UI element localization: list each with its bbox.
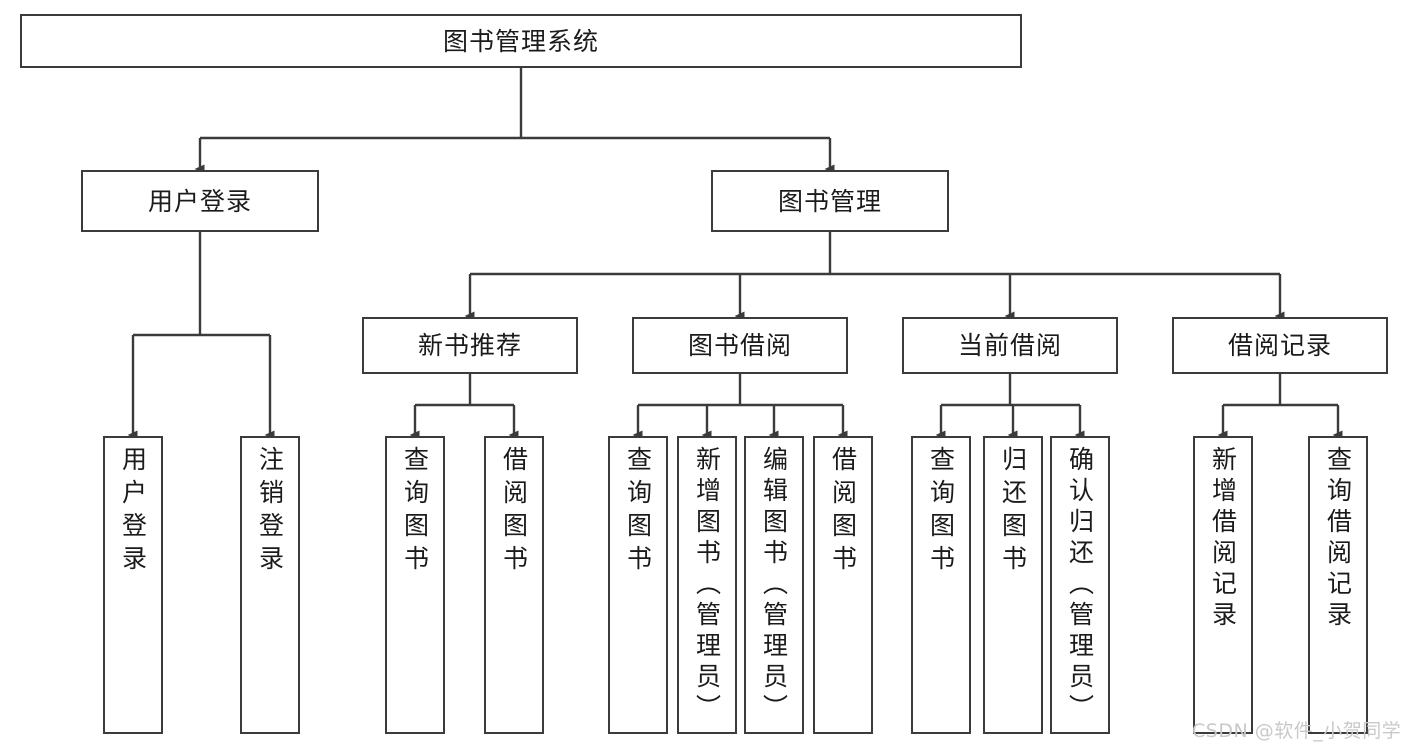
node-l-bw-add[interactable]: 新增图书（管理员） — [677, 436, 737, 734]
node-l-rec-query[interactable]: 查询借阅记录 — [1308, 436, 1368, 734]
node-label: 用户登录 — [147, 186, 252, 216]
node-label: 借阅记录 — [1227, 331, 1332, 360]
node-label: 查询图书 — [623, 446, 653, 578]
node-label: 新书推荐 — [417, 331, 522, 360]
node-label: 注销登录 — [255, 446, 285, 578]
node-label: 图书借阅 — [687, 331, 792, 360]
node-label: 查询图书 — [400, 446, 430, 578]
node-l-rec-add[interactable]: 新增借阅记录 — [1193, 436, 1253, 734]
node-login[interactable]: 用户登录 — [81, 170, 319, 232]
node-l-nb-query[interactable]: 查询图书 — [385, 436, 445, 734]
node-label: 图书管理 — [777, 186, 882, 216]
node-label: 确认归还（管理员） — [1065, 446, 1095, 725]
node-borrow[interactable]: 图书借阅 — [632, 317, 848, 374]
node-l-bw-query[interactable]: 查询图书 — [608, 436, 668, 734]
node-label: 新增借阅记录 — [1208, 446, 1238, 632]
node-l-cur-query[interactable]: 查询图书 — [911, 436, 971, 734]
node-label: 借阅图书 — [499, 446, 529, 578]
node-label: 编辑图书（管理员） — [759, 446, 789, 725]
node-label: 当前借阅 — [957, 331, 1062, 360]
node-root[interactable]: 图书管理系统 — [20, 14, 1022, 68]
node-label: 用户登录 — [118, 446, 148, 578]
node-label: 图书管理系统 — [442, 26, 599, 56]
node-label: 查询借阅记录 — [1323, 446, 1353, 632]
csdn-watermark: CSDN @软件_小贺同学 — [1192, 720, 1402, 742]
node-l-bw-edit[interactable]: 编辑图书（管理员） — [744, 436, 804, 734]
node-newbook[interactable]: 新书推荐 — [362, 317, 578, 374]
node-l-logout[interactable]: 注销登录 — [240, 436, 300, 734]
node-label: 归还图书 — [998, 446, 1028, 578]
node-records[interactable]: 借阅记录 — [1172, 317, 1388, 374]
node-label: 查询图书 — [926, 446, 956, 578]
node-l-cur-confirm[interactable]: 确认归还（管理员） — [1050, 436, 1110, 734]
node-current[interactable]: 当前借阅 — [902, 317, 1118, 374]
node-label: 新增图书（管理员） — [692, 446, 722, 725]
node-l-bw-borrow[interactable]: 借阅图书 — [813, 436, 873, 734]
node-l-userlogin[interactable]: 用户登录 — [103, 436, 163, 734]
node-bookmgmt[interactable]: 图书管理 — [711, 170, 949, 232]
node-l-cur-return[interactable]: 归还图书 — [983, 436, 1043, 734]
node-label: 借阅图书 — [828, 446, 858, 578]
node-l-nb-borrow[interactable]: 借阅图书 — [484, 436, 544, 734]
